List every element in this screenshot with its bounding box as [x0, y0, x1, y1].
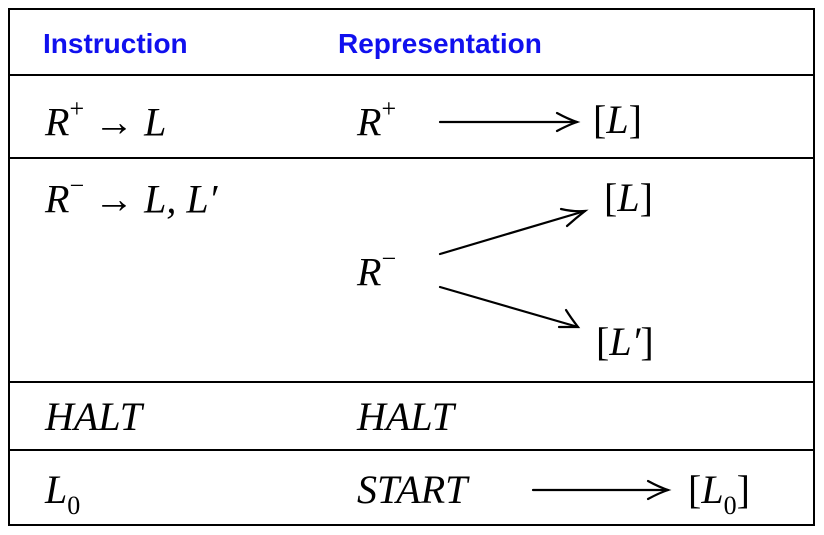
node-label-initial: [L0] — [688, 467, 750, 520]
table-frame — [8, 8, 815, 526]
arrow-branch-lower — [438, 285, 581, 329]
instruction-increment: R+ → L — [45, 94, 167, 145]
header-representation: Representation — [338, 28, 542, 59]
node-increment-register: R+ — [357, 94, 397, 145]
instruction-halt: HALT — [45, 394, 143, 439]
row-divider — [8, 74, 815, 76]
node-label-branch-2: [L′] — [596, 319, 654, 364]
node-start: START — [357, 467, 468, 512]
node-halt: HALT — [357, 394, 455, 439]
row-divider — [8, 381, 815, 383]
row-divider — [8, 449, 815, 451]
node-label-target: [L] — [593, 97, 642, 142]
arrow-increment — [438, 111, 581, 133]
header-instruction: Instruction — [43, 28, 188, 59]
arrow-start — [531, 479, 672, 501]
node-label-branch-1: [L] — [604, 175, 653, 220]
instruction-initial-label: L0 — [45, 467, 81, 520]
instruction-decrement: R− → L, L′ — [45, 171, 218, 222]
node-decrement-register: R− — [357, 244, 397, 295]
row-divider — [8, 157, 815, 159]
arrow-branch-upper — [438, 207, 589, 256]
